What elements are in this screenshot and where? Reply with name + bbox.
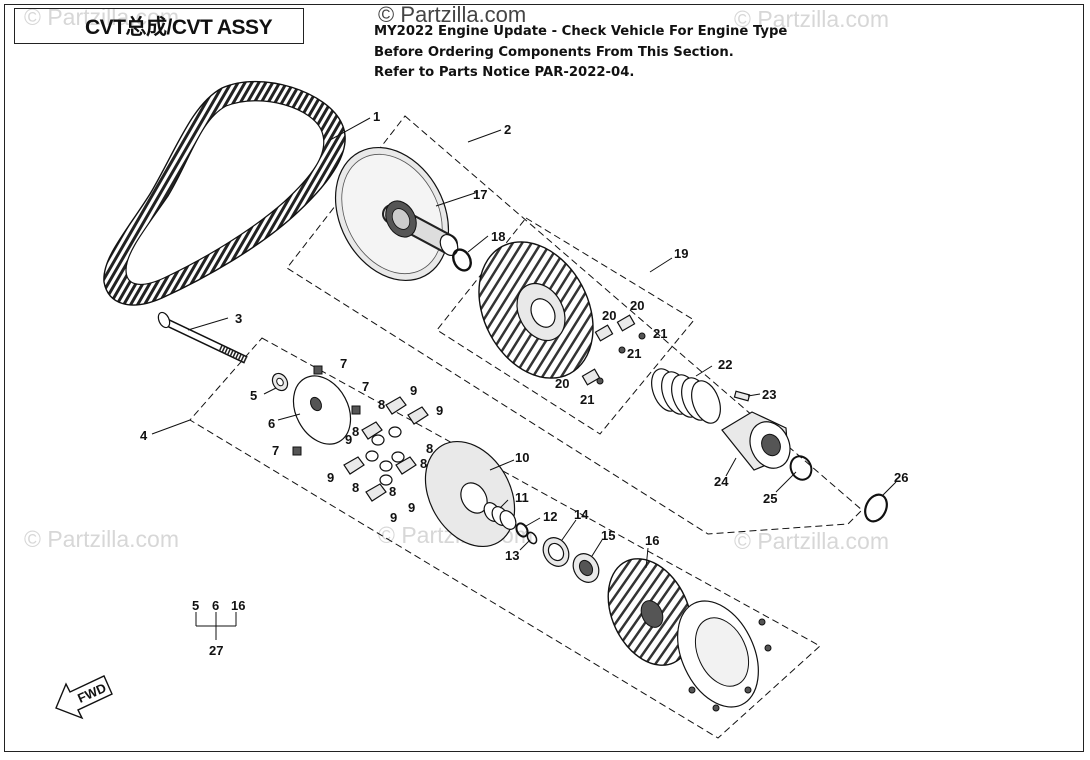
callout: 2 xyxy=(504,122,511,137)
callout: 9 xyxy=(410,383,417,398)
roller-set-8 xyxy=(365,426,405,486)
callout: 26 xyxy=(894,470,908,485)
callout: 24 xyxy=(714,474,729,489)
callout: 10 xyxy=(515,450,529,465)
nut-7 xyxy=(351,405,361,415)
callout: 8 xyxy=(426,441,433,456)
notice-line: Before Ordering Components From This Sec… xyxy=(374,44,734,60)
callout: 25 xyxy=(763,491,777,506)
watermark: © Partzilla.com xyxy=(734,528,889,554)
cam-plate-6 xyxy=(292,375,352,445)
forward-arrow-icon: FWD xyxy=(55,675,113,720)
spider-group-outline xyxy=(436,217,695,435)
callout: 7 xyxy=(272,443,279,458)
key-23 xyxy=(733,390,751,402)
ring-13 xyxy=(526,531,538,545)
title-text: CVT总成/CVT ASSY xyxy=(85,16,273,39)
callout: 8 xyxy=(389,484,396,499)
kit-number: 27 xyxy=(209,643,223,658)
clutch-spring xyxy=(651,368,721,424)
callout: 3 xyxy=(235,311,242,326)
fan-sheave-16 xyxy=(607,558,693,666)
nut-7 xyxy=(313,365,323,375)
ring-12 xyxy=(515,522,529,538)
callout: 9 xyxy=(390,510,397,525)
callout: 8 xyxy=(352,480,359,495)
notice-line: Refer to Parts Notice PAR-2022-04. xyxy=(374,65,635,80)
callout: 7 xyxy=(340,356,347,371)
nut-7 xyxy=(292,446,302,456)
callout: 22 xyxy=(718,357,732,372)
bushing-14 xyxy=(542,537,570,567)
kit-member: 16 xyxy=(231,598,245,613)
callout: 21 xyxy=(580,392,594,407)
o-ring-18 xyxy=(452,248,472,272)
callout: 9 xyxy=(408,500,415,515)
callout: 23 xyxy=(762,387,776,402)
callout: 5 xyxy=(250,388,257,403)
callout: 11 xyxy=(515,490,529,505)
callout: 18 xyxy=(491,229,505,244)
callout: 9 xyxy=(345,432,352,447)
callout: 1 xyxy=(373,109,380,124)
diagram-title: CVT总成/CVT ASSY xyxy=(14,8,304,44)
bearing-15 xyxy=(572,553,600,583)
callout: 19 xyxy=(674,246,688,261)
bolt-3 xyxy=(157,311,248,364)
spring-cover xyxy=(721,411,791,471)
callout: 9 xyxy=(327,470,334,485)
spider-assembly xyxy=(478,241,594,379)
callout-labels: 1 2 3 4 5 6 7 7 7 8 8 8 8 8 8 9 9 9 9 9 … xyxy=(140,109,908,658)
callout: 21 xyxy=(627,346,641,361)
callout: 7 xyxy=(362,379,369,394)
drive-clutch-group-outline xyxy=(286,115,863,535)
callout: 13 xyxy=(505,548,519,563)
callout: 20 xyxy=(555,376,569,391)
engine-update-notice: MY2022 Engine Update - Check Vehicle For… xyxy=(374,22,787,84)
callout: 20 xyxy=(630,298,644,313)
callout: 8 xyxy=(352,424,359,439)
callout: 4 xyxy=(140,428,148,443)
kit-member: 5 xyxy=(192,598,199,613)
callout: 14 xyxy=(574,507,589,522)
notice-line: MY2022 Engine Update - Check Vehicle For… xyxy=(374,24,788,39)
watermark: © Partzilla.com xyxy=(24,526,179,552)
o-ring-26 xyxy=(864,493,888,523)
driven-clutch-group-outline xyxy=(189,337,821,739)
callout: 16 xyxy=(645,533,659,548)
roller-set-20 xyxy=(581,314,646,386)
drive-belt xyxy=(103,80,346,306)
callout: 12 xyxy=(543,509,557,524)
fixed-sheave xyxy=(334,146,459,282)
callout: 8 xyxy=(378,397,385,412)
snap-ring-25 xyxy=(789,455,813,481)
callout: 21 xyxy=(653,326,667,341)
callout: 17 xyxy=(473,187,487,202)
cover-plate xyxy=(677,600,772,712)
callout: 15 xyxy=(601,528,615,543)
callout: 9 xyxy=(436,403,443,418)
callout: 20 xyxy=(602,308,616,323)
washer-5 xyxy=(271,372,289,392)
callout: 8 xyxy=(420,456,427,471)
callout: 6 xyxy=(268,416,275,431)
spring-11 xyxy=(483,502,517,530)
kit-member: 6 xyxy=(212,598,219,613)
ramp-set-9 xyxy=(343,396,429,502)
diagram-frame xyxy=(4,4,1084,752)
watermark: © Partzilla.com xyxy=(734,6,889,32)
watermark-top: © Partzilla.com xyxy=(378,2,527,27)
leader-lines xyxy=(151,117,897,640)
